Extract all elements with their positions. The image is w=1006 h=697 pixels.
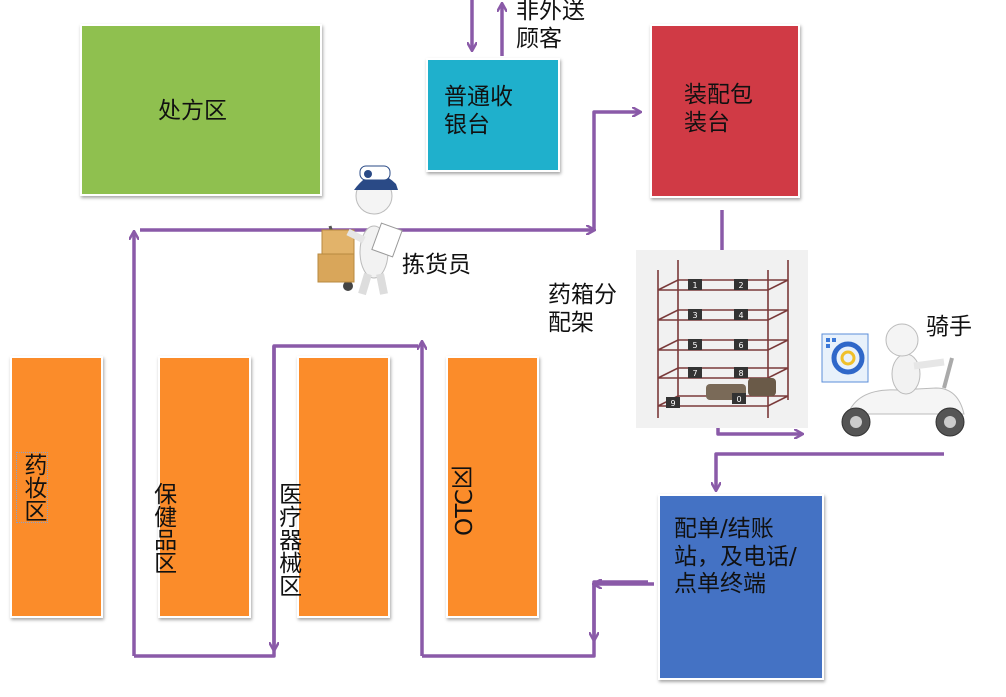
cosmetics-zone: 药妆区 [10, 356, 103, 618]
rider-label: 骑手 [926, 314, 972, 340]
shelf-number-tag [734, 339, 748, 350]
shelf-number-tag [688, 279, 702, 290]
cosmetics-zone-label: 药妆区 [16, 452, 48, 523]
shelf-number-text: 7 [692, 369, 697, 378]
medicine-shelf-icon: 1 2 3 4 5 6 7 8 9 0 [636, 250, 808, 428]
cashier-zone-label: 普通收银台 [444, 84, 513, 138]
shelf-number-tag [688, 309, 702, 320]
rider-to-dispatch-arrow [716, 452, 944, 490]
shelf-number-tag [734, 309, 748, 320]
shelf-number-text: 1 [692, 281, 697, 290]
shelf-number-tag [688, 367, 702, 378]
to-packing-arrow [592, 112, 640, 230]
shelf-number-text: 5 [692, 341, 697, 350]
health-products-zone: 保健品区 [150, 356, 251, 618]
shelf-number-text: 6 [738, 341, 743, 350]
bottom-return-arrow [422, 580, 648, 658]
picker-figure-icon [317, 165, 403, 296]
prescription-zone: 处方区 [80, 24, 322, 196]
shelf-number-text: 0 [736, 395, 741, 404]
cashier-zone: 普通收银台 [426, 58, 560, 172]
non-delivery-customer-label: 非外送顾客 [516, 0, 585, 52]
delivery-rider-icon [821, 323, 965, 437]
aisle-down-arrow [134, 344, 418, 658]
shelf-number-text: 8 [738, 369, 743, 378]
shelf-number-tag [666, 397, 680, 408]
picker-label: 拣货员 [402, 252, 471, 278]
dispatch-station-label: 配单/结账站，及电话/点单终端 [674, 516, 797, 598]
shelf-number-text: 2 [738, 281, 743, 290]
otc-zone: OTC区 [446, 356, 539, 618]
shelf-number-text: 4 [738, 311, 743, 320]
shelf-number-text: 9 [670, 399, 675, 408]
shelf-number-tag [688, 339, 702, 350]
dispatch-station-zone: 配单/结账站，及电话/点单终端 [658, 494, 824, 680]
shelf-number-tags: 1 2 3 4 5 6 7 8 9 0 [666, 279, 748, 408]
shelf-number-tag [732, 393, 746, 404]
shelf-number-tag [734, 367, 748, 378]
prescription-zone-label: 处方区 [158, 98, 227, 124]
medical-devices-zone: 医疗器械区 [275, 356, 390, 618]
shelf-number-text: 3 [692, 311, 697, 320]
health-products-zone-label: 保健品区 [149, 482, 176, 574]
packing-zone: 装配包装台 [650, 24, 800, 198]
shelf-label: 药箱分配架 [548, 282, 617, 336]
packing-zone-label: 装配包装台 [684, 82, 753, 136]
medical-devices-zone-label: 医疗器械区 [274, 482, 301, 597]
shelf-number-tag [734, 279, 748, 290]
